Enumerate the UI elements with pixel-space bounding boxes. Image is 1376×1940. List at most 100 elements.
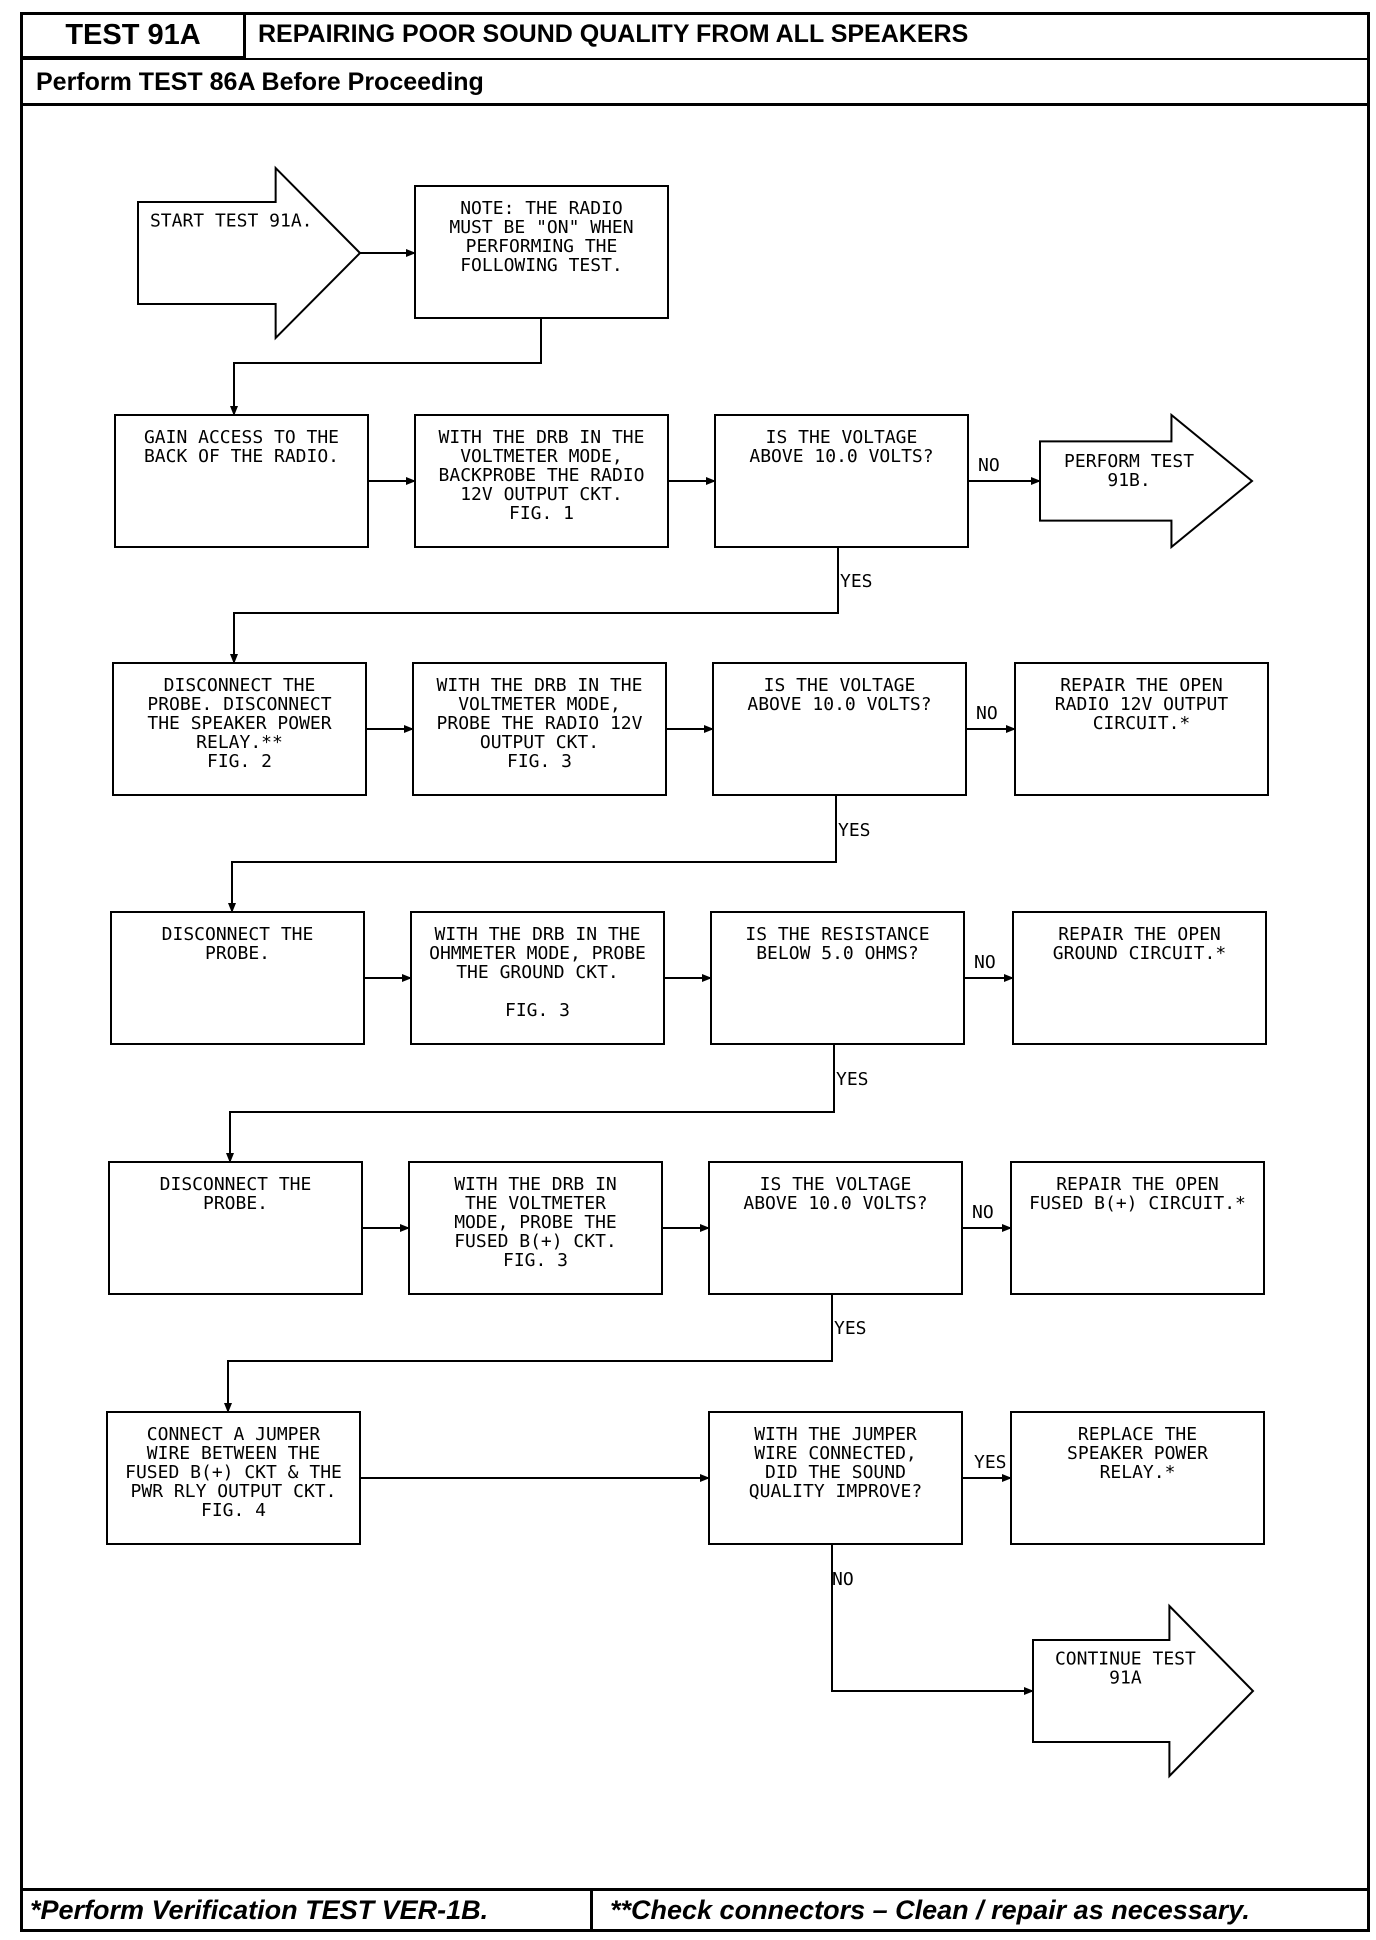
node-text-r2d-0: REPAIR THE OPEN [1060,675,1223,696]
node-text-r4d-0: REPAIR THE OPEN [1056,1174,1219,1195]
header-divider-lower [23,103,1367,106]
node-text-r1d-1: 91B. [1107,470,1150,491]
node-text-r5a-0: CONNECT A JUMPER [147,1424,321,1445]
footnote-verification: *Perform Verification TEST VER-1B. [30,1895,489,1925]
node-text-r5a-4: FIG. 4 [201,1500,266,1521]
node-text-r4b-1: THE VOLTMETER [465,1193,606,1214]
node-text-r3c-0: IS THE RESISTANCE [745,924,929,945]
box-shape-r5c [708,1411,963,1545]
node-text-r2c-0: IS THE VOLTAGE [764,675,916,696]
node-text-r2a-1: PROBE. DISCONNECT [147,694,331,715]
node-text-r1a-0: GAIN ACCESS TO THE [144,427,339,448]
node-text-r2d-1: RADIO 12V OUTPUT [1055,694,1229,715]
box-shape-r1b [414,414,669,548]
node-text-r3a-0: DISCONNECT THE [162,924,314,945]
box-shape-r2d [1014,662,1269,796]
node-text-r1c-0: IS THE VOLTAGE [766,427,918,448]
node-text-r1b-1: VOLTMETER MODE, [460,446,623,467]
box-shape-r5d [1010,1411,1265,1545]
node-text-r4a-0: DISCONNECT THE [160,1174,312,1195]
node-text-note-3: FOLLOWING TEST. [460,255,623,276]
box-shape-r2b [412,662,667,796]
box-shape-r3c [710,911,965,1045]
node-text-note-1: MUST BE "ON" WHEN [449,217,633,238]
node-text-r3b-2: THE GROUND CKT. [456,962,619,983]
footnote-connectors: **Check connectors – Clean / repair as n… [610,1895,1250,1925]
box-shape-note [414,185,669,319]
connector-lines [224,249,1041,1695]
edge-r1c-yes [230,547,839,664]
node-text-start-0: START TEST 91A. [150,211,313,232]
edge-r3c-yes [226,1044,835,1163]
edge-note-r1 [230,318,542,416]
prerequisite-note: Perform TEST 86A Before Proceeding [36,68,484,96]
box-shape-r1c [714,414,969,548]
node-text-r2a-0: DISCONNECT THE [164,675,316,696]
node-text-r5a-3: PWR RLY OUTPUT CKT. [131,1481,337,1502]
node-text-note-2: PERFORMING THE [466,236,618,257]
edge-label-no5: NO [832,1569,854,1590]
box-shape-r5a [106,1411,361,1545]
node-text-r3b-0: WITH THE DRB IN THE [435,924,641,945]
box-shape-r4a [108,1161,363,1295]
node-text-r3d-1: GROUND CIRCUIT.* [1053,943,1226,964]
edge-label-yes5: YES [974,1452,1007,1473]
node-text-cont-1: 91A [1109,1668,1142,1689]
edge-label-no4: NO [972,1202,994,1223]
node-text-r5d-2: RELAY.* [1100,1462,1176,1483]
edge-label-yes3: YES [836,1069,869,1090]
node-text-r4c-1: ABOVE 10.0 VOLTS? [743,1193,927,1214]
edge-r5c-no [831,1544,1034,1695]
edge-label-yes2: YES [838,820,871,841]
box-shape-r3b [410,911,665,1045]
node-text-r1b-4: FIG. 1 [509,503,574,524]
node-text-note-0: NOTE: THE RADIO [460,198,623,219]
test-id-label: TEST 91A [23,15,246,59]
node-text-r4b-4: FIG. 3 [503,1250,568,1271]
arrow-shape-start [137,165,362,341]
node-text-r5a-2: FUSED B(+) CKT & THE [125,1462,342,1483]
box-shape-r4d [1010,1161,1265,1295]
node-text-r1b-0: WITH THE DRB IN THE [439,427,645,448]
arrow-shape-r1d [1039,412,1254,550]
node-text-r3a-1: PROBE. [205,943,270,964]
node-text-r1a-1: BACK OF THE RADIO. [144,446,339,467]
node-text-r1c-1: ABOVE 10.0 VOLTS? [749,446,933,467]
node-text-r2b-4: FIG. 3 [507,751,572,772]
node-start: START TEST 91A. [137,165,362,341]
box-shape-r4c [708,1161,963,1295]
box-shape-r4b [408,1161,663,1295]
arrow-shape-cont [1032,1603,1255,1779]
node-text-r2b-0: WITH THE DRB IN THE [437,675,643,696]
node-text-r1d-0: PERFORM TEST [1064,451,1194,472]
node-text-r4b-3: FUSED B(+) CKT. [454,1231,617,1252]
node-text-cont-0: CONTINUE TEST [1055,1649,1196,1670]
node-text-r2a-3: RELAY.** [196,732,283,753]
box-shape-r2a [112,662,367,796]
node-text-r4a-1: PROBE. [203,1193,268,1214]
page-frame [20,12,1370,1932]
node-text-r5a-1: WIRE BETWEEN THE [147,1443,320,1464]
node-text-r4c-0: IS THE VOLTAGE [760,1174,912,1195]
node-text-r4b-2: MODE, PROBE THE [454,1212,617,1233]
edge-r2c-yes [228,795,837,913]
header-divider [23,58,1367,60]
node-text-r5c-1: WIRE CONNECTED, [754,1443,917,1464]
